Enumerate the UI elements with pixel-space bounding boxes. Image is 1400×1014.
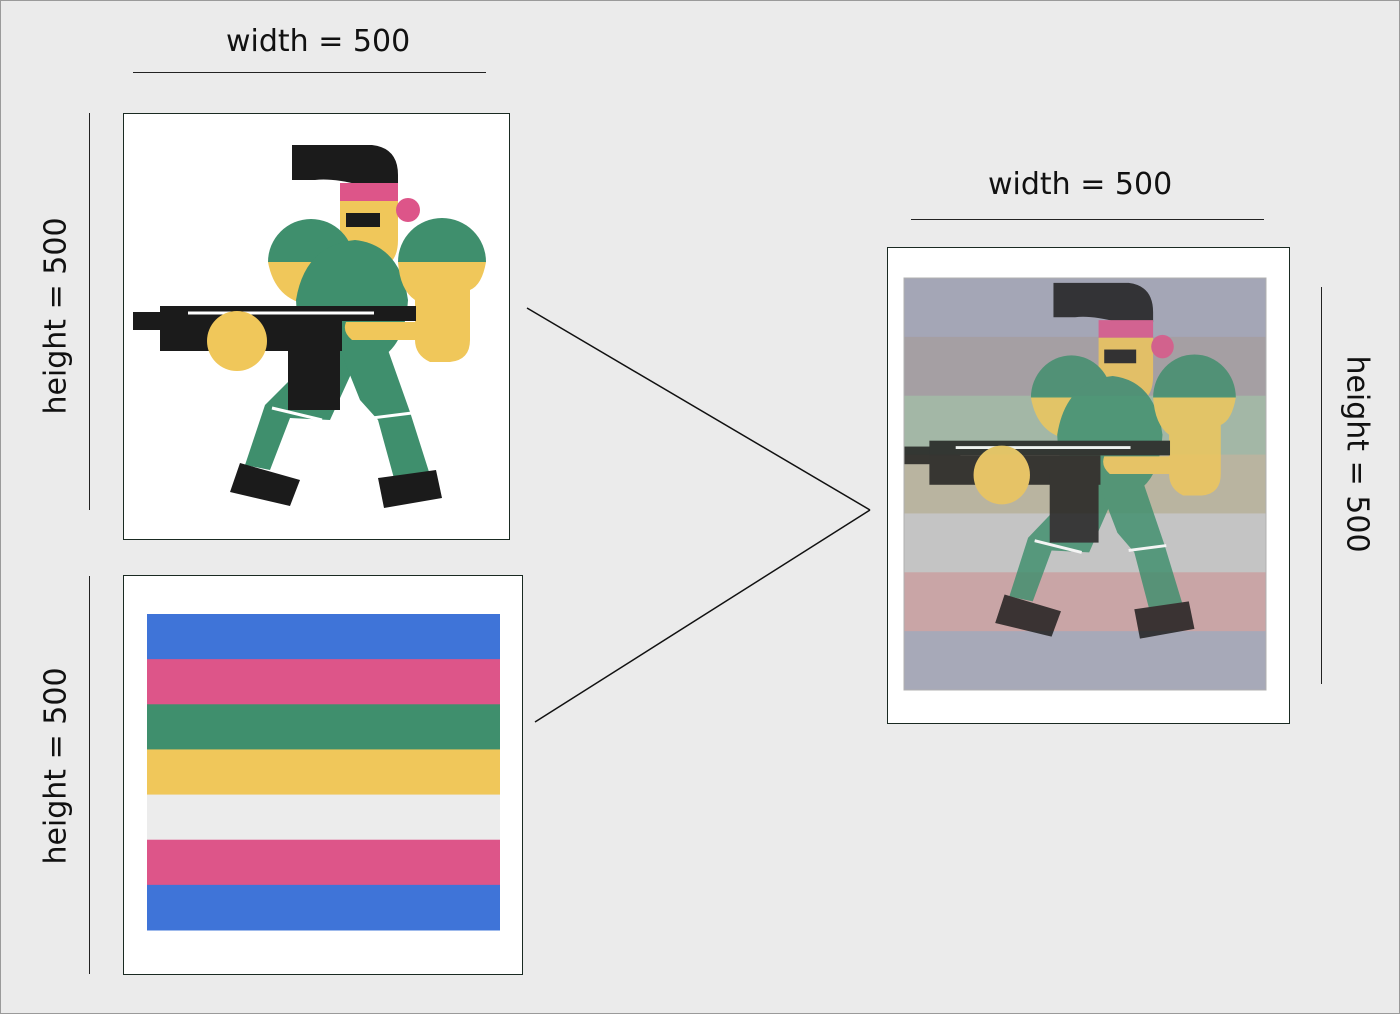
width-label-result: width = 500 bbox=[988, 167, 1173, 202]
stripe-band-7 bbox=[147, 884, 500, 931]
width-dimension-line-result bbox=[911, 219, 1264, 220]
result-stripe-band-7 bbox=[904, 631, 1266, 691]
connector-line-content bbox=[526, 307, 871, 511]
connector-line-style bbox=[534, 509, 871, 723]
height-dimension-line-character bbox=[89, 113, 90, 510]
height-dimension-line-result bbox=[1321, 287, 1322, 684]
stripe-band-4 bbox=[147, 749, 500, 796]
result-stripe-band-6 bbox=[904, 572, 1266, 632]
width-dimension-line-input bbox=[133, 72, 486, 73]
stripe-band-5 bbox=[147, 794, 500, 841]
stripe-band-3 bbox=[147, 704, 500, 750]
width-label-input: width = 500 bbox=[226, 24, 411, 59]
height-dimension-line-stripes bbox=[89, 576, 90, 974]
stripe-band-1 bbox=[147, 614, 500, 660]
soldier-character-illustration bbox=[131, 143, 488, 510]
stripes-illustration bbox=[147, 614, 500, 931]
stripe-band-6 bbox=[147, 839, 500, 886]
stylized-output-illustration bbox=[902, 277, 1267, 691]
stripe-band-2 bbox=[147, 659, 500, 705]
